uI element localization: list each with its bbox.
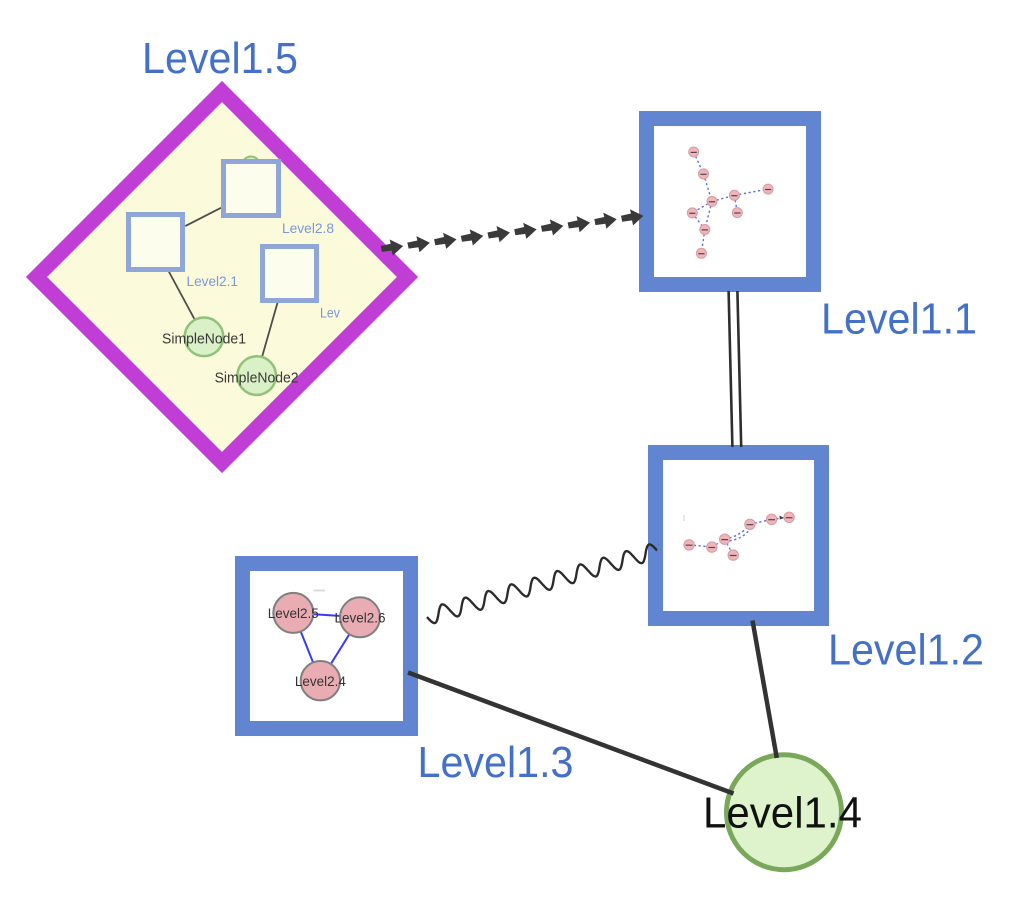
svg-text:Level2.8: Level2.8: [282, 221, 334, 236]
svg-text:Level2.1: Level2.1: [187, 274, 239, 289]
svg-text:SimpleNode2: SimpleNode2: [215, 370, 299, 386]
svg-text:Level2.4: Level2.4: [295, 674, 346, 689]
svg-text:Level1.3: Level1.3: [418, 738, 574, 787]
svg-text:Level1.4: Level1.4: [703, 789, 862, 838]
svg-text:Level1.5: Level1.5: [142, 34, 298, 83]
svg-text:Lev: Lev: [320, 306, 340, 321]
svg-text:SimpleNode1: SimpleNode1: [162, 331, 246, 347]
svg-text:Level2.6: Level2.6: [335, 611, 386, 626]
svg-text:Level1.1: Level1.1: [821, 295, 977, 344]
svg-text:Level1.2: Level1.2: [828, 626, 984, 675]
svg-text:Level2.5: Level2.5: [268, 606, 319, 621]
